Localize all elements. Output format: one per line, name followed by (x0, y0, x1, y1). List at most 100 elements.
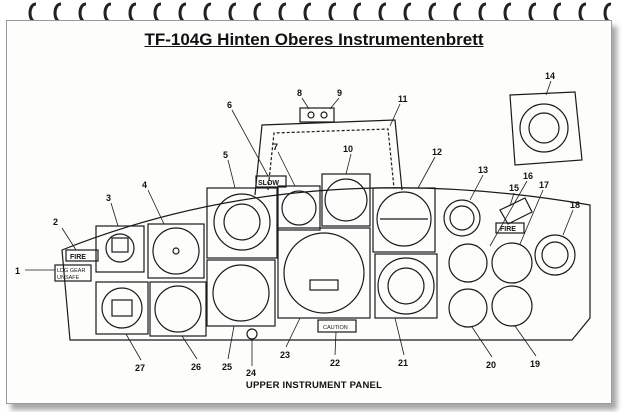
fire-right-text: FIRE (500, 226, 516, 233)
leader-2 (61, 227, 77, 251)
leader-21 (394, 317, 405, 356)
gauge-13-inner (449, 205, 475, 231)
attitude-indicator-bezel (372, 187, 436, 253)
callout-27: 27 (135, 363, 145, 373)
page-title: TF-104G Hinten Oberes Instrumentenbrett (0, 30, 628, 50)
ldg-gear-text-1: LDG GEAR (57, 268, 85, 274)
gauge-3-bezel (95, 225, 145, 273)
instrument-5-dial (213, 193, 271, 251)
ldg-gear-unsafe-light (54, 264, 92, 282)
gauge-27-dial (101, 287, 143, 329)
leader-20 (471, 326, 493, 358)
callout-17: 17 (539, 180, 549, 190)
gauge-3-dial (105, 233, 135, 263)
leader-23 (285, 317, 301, 348)
leader-18 (562, 209, 574, 236)
leader-22 (334, 331, 337, 356)
gauge-10-dial (324, 178, 368, 222)
gauge-18-inner (541, 241, 569, 269)
callout-24: 24 (246, 368, 256, 378)
slow-text: SLOW (258, 180, 279, 187)
mount-screw-left (307, 111, 315, 119)
attitude-indicator-dial (376, 191, 432, 247)
gauge-26-dial (154, 285, 202, 333)
top-mount (299, 107, 335, 123)
gauge-27-window (111, 299, 133, 317)
callout-15: 15 (509, 183, 519, 193)
callout-10: 10 (343, 144, 353, 154)
leader-27 (125, 333, 142, 361)
leader-12 (417, 156, 436, 189)
callout-3: 3 (106, 193, 111, 203)
figure-caption: UPPER INSTRUMENT PANEL (245, 380, 383, 391)
slow-light (255, 175, 287, 188)
gauge-18-dial (534, 234, 576, 276)
fire-warning-light-right (495, 222, 525, 234)
callout-18: 18 (570, 200, 580, 210)
hsi-dial (377, 257, 435, 315)
gauge-3-window (111, 237, 129, 253)
callout-23: 23 (280, 350, 290, 360)
fire-left-text: FIRE (70, 254, 86, 261)
leader-5 (227, 159, 236, 189)
glare-shield-inner (267, 128, 395, 191)
leader-6 (231, 109, 269, 177)
callout-5: 5 (223, 150, 228, 160)
instrument-25-dial (212, 264, 270, 322)
leader-26 (181, 335, 198, 360)
leader-17 (519, 189, 544, 245)
leader-8 (301, 97, 310, 110)
callout-1: 1 (15, 266, 20, 276)
caution-text: CAUTION (323, 325, 348, 331)
instrument-23-counter (309, 279, 339, 291)
callout-19: 19 (530, 359, 540, 369)
leader-4 (147, 189, 165, 225)
callout-12: 12 (432, 147, 442, 157)
callout-26: 26 (191, 362, 201, 372)
caution-light (317, 319, 357, 333)
gauge-16-dial (448, 243, 488, 283)
callout-7: 7 (273, 142, 278, 152)
gauge-4-hub (172, 247, 180, 255)
leader-7 (277, 151, 296, 187)
callout-21: 21 (398, 358, 408, 368)
callout-20: 20 (486, 360, 496, 370)
detail-14-dial (519, 103, 569, 153)
leader-9 (329, 97, 340, 110)
leader-14 (545, 80, 552, 96)
callout-6: 6 (227, 100, 232, 110)
knob-24 (246, 328, 258, 340)
leader-16 (489, 180, 528, 247)
instrument-23-bezel (277, 227, 371, 319)
callout-9: 9 (337, 88, 342, 98)
hsi-inner (387, 267, 425, 305)
instrument-5-bezel (206, 187, 278, 259)
leader-15 (509, 192, 515, 207)
hsi-bezel (374, 253, 438, 319)
callout-16: 16 (523, 171, 533, 181)
callout-22: 22 (330, 358, 340, 368)
instrument-25-bezel (206, 259, 276, 327)
callout-14: 14 (545, 71, 555, 81)
leader-3 (110, 202, 119, 227)
gauge-20-dial (448, 288, 488, 328)
callout-13: 13 (478, 165, 488, 175)
gauge-19-dial (491, 285, 533, 327)
instrument-23-dial (283, 232, 365, 314)
leader-13 (469, 174, 484, 201)
gauge-4-dial (152, 227, 200, 275)
gauge-7-bezel (277, 185, 321, 231)
callout-4: 4 (142, 180, 147, 190)
leader-19 (514, 325, 537, 357)
detail-14-inner (528, 112, 560, 144)
gauge-27-bezel (95, 281, 149, 335)
panel-outline (61, 187, 591, 341)
leader-10 (345, 153, 352, 175)
gauge-7-dial (281, 190, 317, 226)
detail-14-plate (509, 91, 583, 166)
gauge-13-dial (443, 199, 481, 237)
fire-warning-light-left (65, 249, 99, 262)
callout-8: 8 (297, 88, 302, 98)
gauge-10-bezel (321, 173, 371, 227)
